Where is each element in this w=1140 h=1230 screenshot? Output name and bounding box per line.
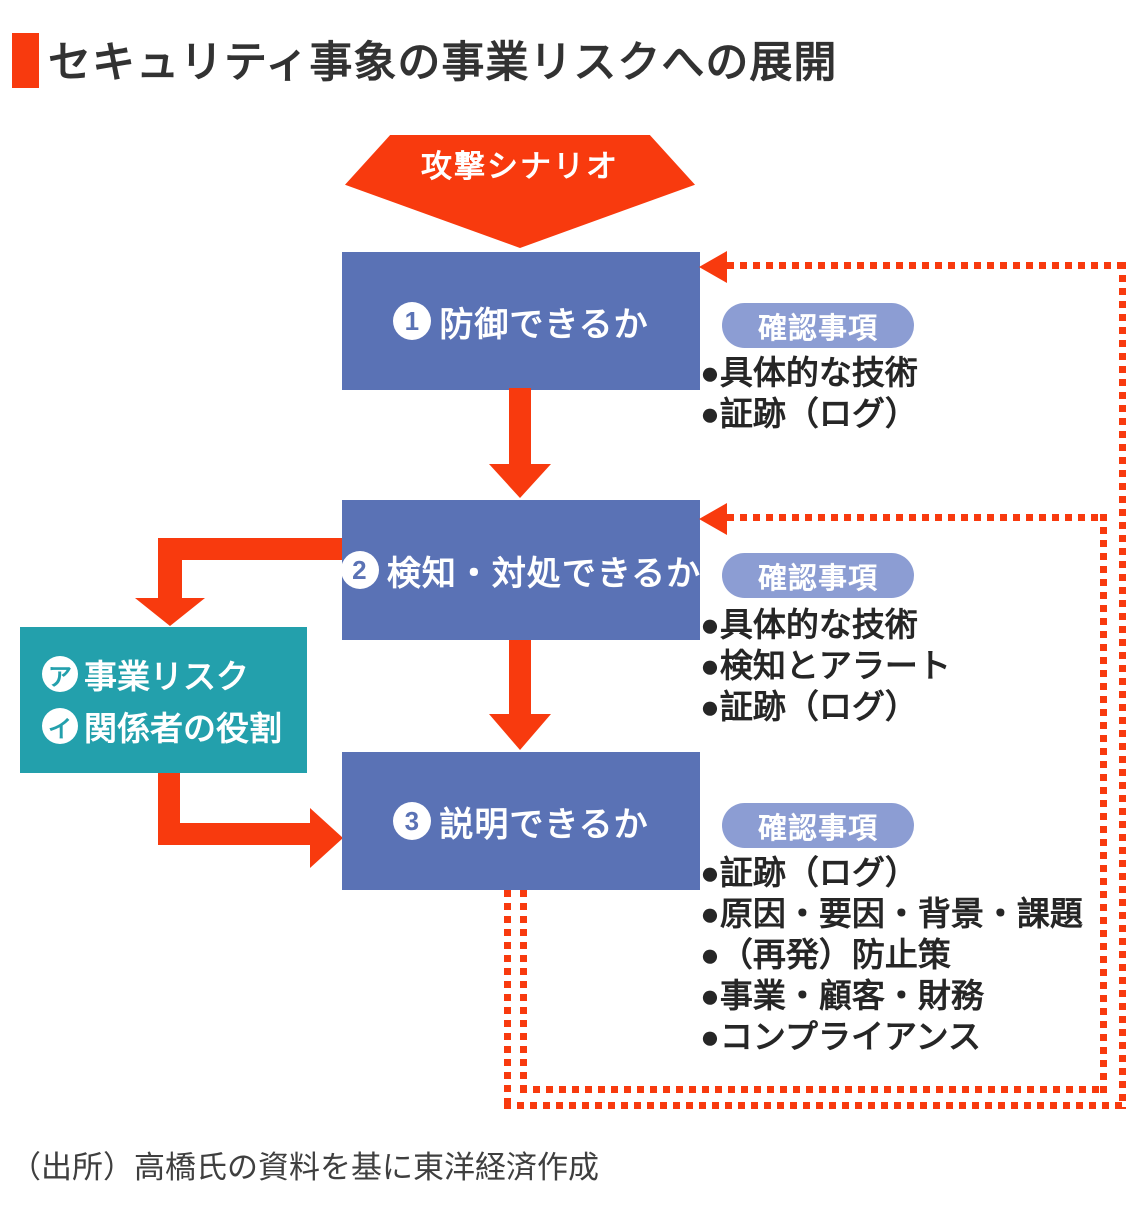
step-1-number-badge: 1 <box>393 302 432 340</box>
feedback-inner-right-line <box>1100 514 1107 1093</box>
check-item: ●（再発）防止策 <box>700 936 951 973</box>
connector-1-2-shaft <box>509 388 531 466</box>
check-item: ●具体的な技術 <box>700 606 918 643</box>
check-item: ●事業・顧客・財務 <box>700 977 984 1014</box>
step-2-number-badge: 2 <box>340 551 379 589</box>
connector-1-2-arrowhead-icon <box>489 464 551 498</box>
check-item: ●原因・要因・背景・課題 <box>700 895 1083 932</box>
check-item: ●検知とアラート <box>700 647 951 684</box>
check-pill-2: 確認事項 <box>722 553 914 598</box>
feedback-outer-left-line <box>504 890 511 1109</box>
check-item: ●具体的な技術 <box>700 354 918 391</box>
check-items-2: ●具体的な技術 ●検知とアラート ●証跡（ログ） <box>700 604 951 727</box>
attack-scenario-label: 攻撃シナリオ <box>421 149 619 184</box>
feedback-inner-bottom-line <box>520 1086 1107 1093</box>
check-items-1: ●具体的な技術 ●証跡（ログ） <box>700 352 918 434</box>
title-bullet-square <box>12 33 39 88</box>
connector-2-3-shaft <box>509 640 531 716</box>
branch-to-sidebox-vbar <box>158 538 182 600</box>
check-items-3: ●証跡（ログ） ●原因・要因・背景・課題 ●（再発）防止策 ●事業・顧客・財務 … <box>700 852 1083 1057</box>
check-pill-1: 確認事項 <box>722 303 914 348</box>
step-3-number-badge: 3 <box>393 802 432 840</box>
step-3-label: 説明できるか <box>439 805 649 844</box>
side-box-line-2-text: 関係者の役割 <box>84 710 282 747</box>
check-pill-3: 確認事項 <box>722 803 914 848</box>
branch-to-sidebox-arrowhead-icon <box>135 598 205 626</box>
source-note: （出所）高橋氏の資料を基に東洋経済作成 <box>10 1150 599 1185</box>
check-item: ●証跡（ログ） <box>700 688 918 725</box>
side-box-line-1-text: 事業リスク <box>84 658 249 695</box>
mark-i-badge: イ <box>42 708 78 744</box>
page-title: セキュリティ事象の事業リスクへの展開 <box>48 39 838 87</box>
feedback-outer-arrowhead-icon <box>699 251 727 283</box>
connector-2-3-arrowhead-icon <box>489 714 551 750</box>
side-box-line-2: イ 関係者の役割 <box>42 702 307 750</box>
feedback-inner-top-line <box>727 514 1107 521</box>
business-risk-box: ア 事業リスク イ 関係者の役割 <box>20 627 307 773</box>
feedback-inner-arrowhead-icon <box>699 503 727 535</box>
side-box-line-1: ア 事業リスク <box>42 650 307 698</box>
feedback-inner-left-line <box>520 890 527 1093</box>
step-box-defense: 1 防御できるか <box>342 252 700 390</box>
branch-to-sidebox-hbar <box>158 538 342 560</box>
feedback-outer-bottom-line <box>504 1102 1126 1109</box>
feedback-outer-right-line <box>1119 262 1126 1109</box>
step-1-label: 防御できるか <box>439 305 649 344</box>
step-box-explain: 3 説明できるか <box>342 752 700 890</box>
sidebox-to-step3-arrowhead-icon <box>310 808 343 868</box>
check-item: ●証跡（ログ） <box>700 395 918 432</box>
sidebox-to-step3-hbar <box>158 823 310 845</box>
check-item: ●証跡（ログ） <box>700 854 918 891</box>
mark-a-badge: ア <box>42 656 78 692</box>
step-box-detect-respond: 2 検知・対処できるか <box>340 500 702 640</box>
check-item: ●コンプライアンス <box>700 1018 981 1055</box>
step-2-label: 検知・対処できるか <box>386 554 702 593</box>
feedback-outer-top-line <box>727 262 1126 269</box>
